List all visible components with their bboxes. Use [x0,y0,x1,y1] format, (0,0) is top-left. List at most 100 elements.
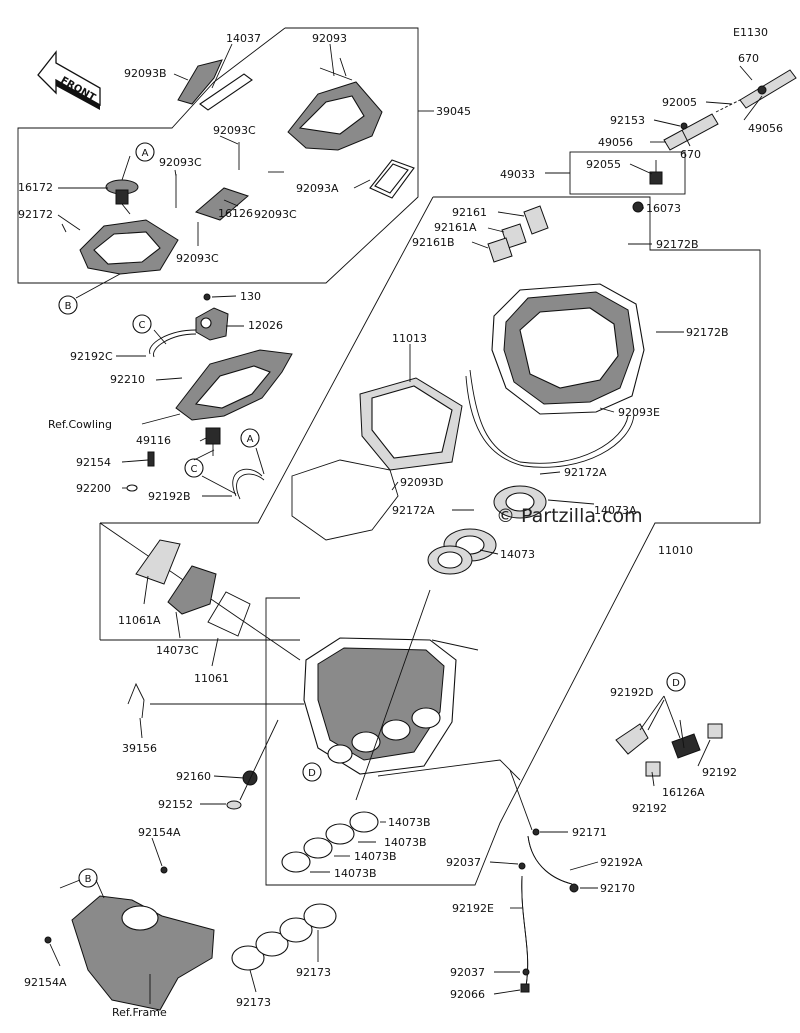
ring-14073b [281,811,379,873]
pipe-49056-right [739,69,797,109]
label-ref-frame: Ref.Frame [112,1006,167,1019]
label-92192c: 92192C [70,350,113,363]
label-92172b-1: 92172B [656,238,699,251]
label-16172: 16172 [18,181,53,194]
label-92161: 92161 [452,206,487,219]
label-92037-2: 92037 [450,966,485,979]
valve-49116 [205,427,221,445]
pad-92093b [177,59,223,105]
label-92093e: 92093E [618,406,660,419]
svg-text:A: A [247,434,254,445]
label-92153: 92153 [610,114,645,127]
clamp-92170 [569,883,579,893]
bracket-12026 [195,307,229,341]
hose-92192d [615,723,649,755]
frame-lower [71,895,215,1011]
label-49033: 49033 [500,168,535,181]
hose-92192b [232,468,263,497]
label-16073: 16073 [646,202,681,215]
element-11061 [207,591,251,637]
label-92173-2: 92173 [296,966,331,979]
label-11061: 11061 [194,672,229,685]
label-11061a: 11061A [118,614,161,627]
plug-16073 [632,201,644,213]
valve-16126a [671,733,701,759]
label-92192-right: 92192 [702,766,737,779]
funnel-14073a [493,485,547,519]
label-92037-1: 92037 [446,856,481,869]
bolt-92154 [147,451,155,467]
part-labels: 14037 92093 92093B 39045 92093C 92093C 1… [18,32,783,1019]
label-92005: 92005 [662,96,697,109]
label-130: 130 [240,290,261,303]
label-92200: 92200 [76,482,111,495]
label-92160: 92160 [176,770,211,783]
label-49056-left: 49056 [598,136,633,149]
label-92154a-top: 92154A [138,826,181,839]
label-92154a-bottom: 92154A [24,976,67,989]
svg-text:D: D [672,678,680,689]
callout-a-lower: A [240,428,260,448]
label-14073a: 14073A [594,504,637,517]
label-92055: 92055 [586,158,621,171]
watermark: © Partzilla.com [496,505,643,527]
label-92192d: 92192D [610,686,653,699]
svg-text:D: D [308,768,316,779]
hose-92192-right [707,723,723,739]
funnel-14073 [427,528,497,575]
group-box-upper-cover [17,27,419,284]
callout-b-lower: B [78,868,98,888]
callout-a-upper: A [135,142,155,162]
label-92192b: 92192B [148,490,191,503]
svg-text:C: C [139,320,146,331]
washer-92200 [126,484,138,492]
label-39045: 39045 [436,105,471,118]
pipe-49056-left [663,113,719,151]
callout-d-left: D [302,762,322,782]
label-670-top: 670 [738,52,759,65]
leader-lines [49,43,763,1004]
label-92171: 92171 [572,826,607,839]
label-14073: 14073 [500,548,535,561]
label-14073b-4: 14073B [334,867,377,880]
label-49116: 49116 [136,434,171,447]
label-16126: 16126 [218,207,253,220]
gasket-92093e [465,375,635,468]
front-arrow-icon: FRONT [37,50,101,110]
clip-39156 [127,682,145,719]
label-92093c-4: 92093C [176,252,219,265]
label-92172b-2: 92172B [686,326,729,339]
callout-c-upper: C [132,314,152,334]
hose-92192-left [645,761,661,777]
pad-92161 [523,205,549,235]
label-92093: 92093 [312,32,347,45]
label-92093d: 92093D [400,476,443,489]
label-14037: 14037 [226,32,261,45]
collar-92152 [226,800,242,810]
label-16126a: 16126A [662,786,705,799]
label-92093c-2: 92093C [159,156,202,169]
gasket-92093d [291,459,399,541]
plate-14037 [199,73,253,111]
svg-text:B: B [85,874,92,885]
callout-d-right: D [666,672,686,692]
label-92172a-1: 92172A [564,466,607,479]
label-92154: 92154 [76,456,111,469]
svg-text:C: C [191,464,198,475]
cover-14073c [167,565,217,615]
label-14073b-1: 14073B [388,816,431,829]
label-14073b-3: 14073B [354,850,397,863]
label-39156: 39156 [122,742,157,755]
label-14073b-2: 14073B [384,836,427,849]
label-92210: 92210 [110,373,145,386]
label-92093a: 92093A [296,182,339,195]
label-92192a: 92192A [600,856,643,869]
label-92161b: 92161B [412,236,455,249]
label-92093b: 92093B [124,67,167,80]
label-92172a-2: 92172A [392,504,435,517]
label-14073c: 14073C [156,644,199,657]
diagram-code: E1130 [733,26,768,39]
label-11010: 11010 [658,544,693,557]
group-box-airbox [265,196,761,886]
